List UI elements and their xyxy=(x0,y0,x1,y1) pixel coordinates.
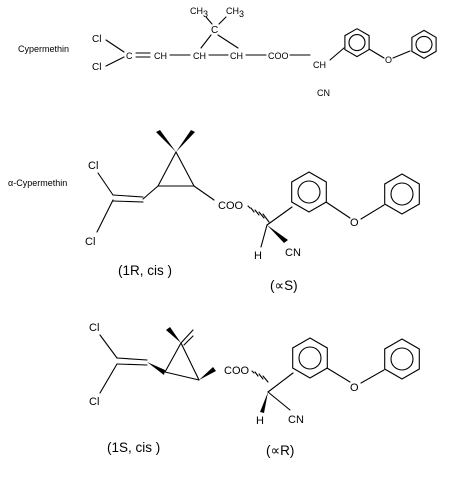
atom-o-ether: O xyxy=(350,382,359,394)
atom-ester: COO xyxy=(218,200,244,212)
double-bond-a xyxy=(116,357,148,361)
bond-ring-b xyxy=(175,151,195,187)
bond-cl-c-top xyxy=(97,172,114,196)
double-bond-a xyxy=(112,194,144,198)
wedge-cn xyxy=(267,225,288,243)
bond-methyl-right-b xyxy=(183,335,194,346)
atom-ch-ring-left: CH xyxy=(193,51,206,61)
atom-ch-ring-right: CH xyxy=(230,51,243,61)
stereo-label-acid: (1R, cis ) xyxy=(118,263,172,278)
stereo-label-alcohol: (∝R) xyxy=(266,443,294,458)
atom-c-vinyl: C xyxy=(126,51,133,61)
atom-ester: COO xyxy=(224,365,250,377)
stereo-label-alcohol: (∝S) xyxy=(270,278,298,293)
atom-cl-top: Cl xyxy=(88,160,98,172)
phenyl-ring-inner xyxy=(292,337,328,379)
atom-ch3-left: CH3 xyxy=(190,6,208,19)
atom-ch3-right: CH3 xyxy=(226,6,244,19)
bond-cl-c-bottom xyxy=(105,56,125,67)
enantiomer-structure: Cl Cl COO H CN O (1S, cis ) ( xyxy=(89,322,420,458)
bond-vinyl-ring xyxy=(142,185,159,200)
atom-cn: CN xyxy=(288,414,304,426)
bond-ring-o xyxy=(326,367,351,383)
aromatic-circle-inner xyxy=(348,34,366,52)
aromatic-circle-outer xyxy=(390,182,414,206)
double-bond-b xyxy=(116,363,148,366)
bond-ring-right-side xyxy=(217,34,239,49)
cypermethin-title: Cypermethin xyxy=(18,44,69,54)
bond-o-ring xyxy=(392,50,411,59)
bond-o-ring xyxy=(360,204,385,220)
aromatic-circle-outer xyxy=(415,35,433,53)
bond-ring-left-side xyxy=(200,34,212,49)
double-bond-b xyxy=(112,200,144,203)
bond-ring-b xyxy=(180,342,200,381)
atom-ch-vinyl: CH xyxy=(154,51,167,61)
atom-cl-top: Cl xyxy=(89,322,99,334)
bond-ring-o xyxy=(368,48,385,59)
bond-c-phenyl xyxy=(267,372,294,393)
phenyl-ring-inner xyxy=(291,171,327,213)
alpha-cypermethin-title: α-Cypermethin xyxy=(8,178,67,188)
bond-ring-a xyxy=(164,342,182,373)
bond-c-h xyxy=(260,224,268,248)
alpha-cypermethin-structure: α-Cypermethin Cl Cl COO H CN O xyxy=(8,130,420,293)
atom-cn: CN xyxy=(285,247,301,259)
wedge-ring-ester xyxy=(199,367,216,380)
atom-cl-bottom: Cl xyxy=(92,62,101,73)
atom-h: H xyxy=(254,250,262,262)
bond-cl-c-top xyxy=(99,334,118,359)
bond-methyl-right-a xyxy=(180,329,194,344)
aromatic-circle-inner xyxy=(297,180,321,204)
stereo-label-acid: (1S, cis ) xyxy=(107,440,160,455)
atom-cl-bottom: Cl xyxy=(89,396,99,408)
phenyl-ring-outer xyxy=(384,338,420,380)
bond-ring-c xyxy=(164,371,200,381)
phenyl-ring-inner xyxy=(344,28,370,58)
bond-cl-c-bottom xyxy=(99,363,118,394)
hashed-bond-ester xyxy=(251,370,269,383)
atom-cl-top: Cl xyxy=(92,34,101,45)
bond-methyl-left xyxy=(205,16,213,25)
bond-ring-a xyxy=(157,151,177,187)
wedge-methyl-right xyxy=(176,130,195,152)
atom-cl-bottom: Cl xyxy=(85,236,95,248)
bond-o-ring xyxy=(360,369,385,384)
bond-ring-o xyxy=(325,201,351,219)
bond-ring-ester xyxy=(193,185,215,201)
bond-c-phenyl xyxy=(266,206,293,226)
bond-cl-c-bottom xyxy=(96,199,114,233)
atom-o-ether: O xyxy=(385,55,392,65)
phenyl-ring-outer xyxy=(384,173,420,215)
atom-ester: COO xyxy=(268,51,289,61)
wedge-vinyl-ring xyxy=(147,362,165,375)
aromatic-circle-outer xyxy=(390,347,414,371)
phenyl-ring-outer xyxy=(411,29,437,60)
bond-c-cn xyxy=(267,391,291,411)
bond-methyl-right xyxy=(218,16,227,25)
atom-cn: CN xyxy=(317,88,330,98)
atom-c-quaternary: C xyxy=(211,25,218,36)
wedge-methyl-left xyxy=(156,130,176,152)
bond-cl-c-top xyxy=(105,39,125,53)
wedge-c-h xyxy=(260,392,268,413)
bond-ch-phenyl xyxy=(329,47,345,61)
atom-h: H xyxy=(256,415,264,427)
aromatic-circle-inner xyxy=(298,346,322,370)
cypermethin-structure: Cypermethin Cl Cl C CH CH CH C CH3 CH3 C… xyxy=(18,6,437,98)
atom-ch-alpha: CH xyxy=(313,60,326,70)
hashed-bond-ester xyxy=(247,205,270,223)
wedge-methyl-left xyxy=(166,327,181,343)
atom-o-ether: O xyxy=(350,217,359,229)
